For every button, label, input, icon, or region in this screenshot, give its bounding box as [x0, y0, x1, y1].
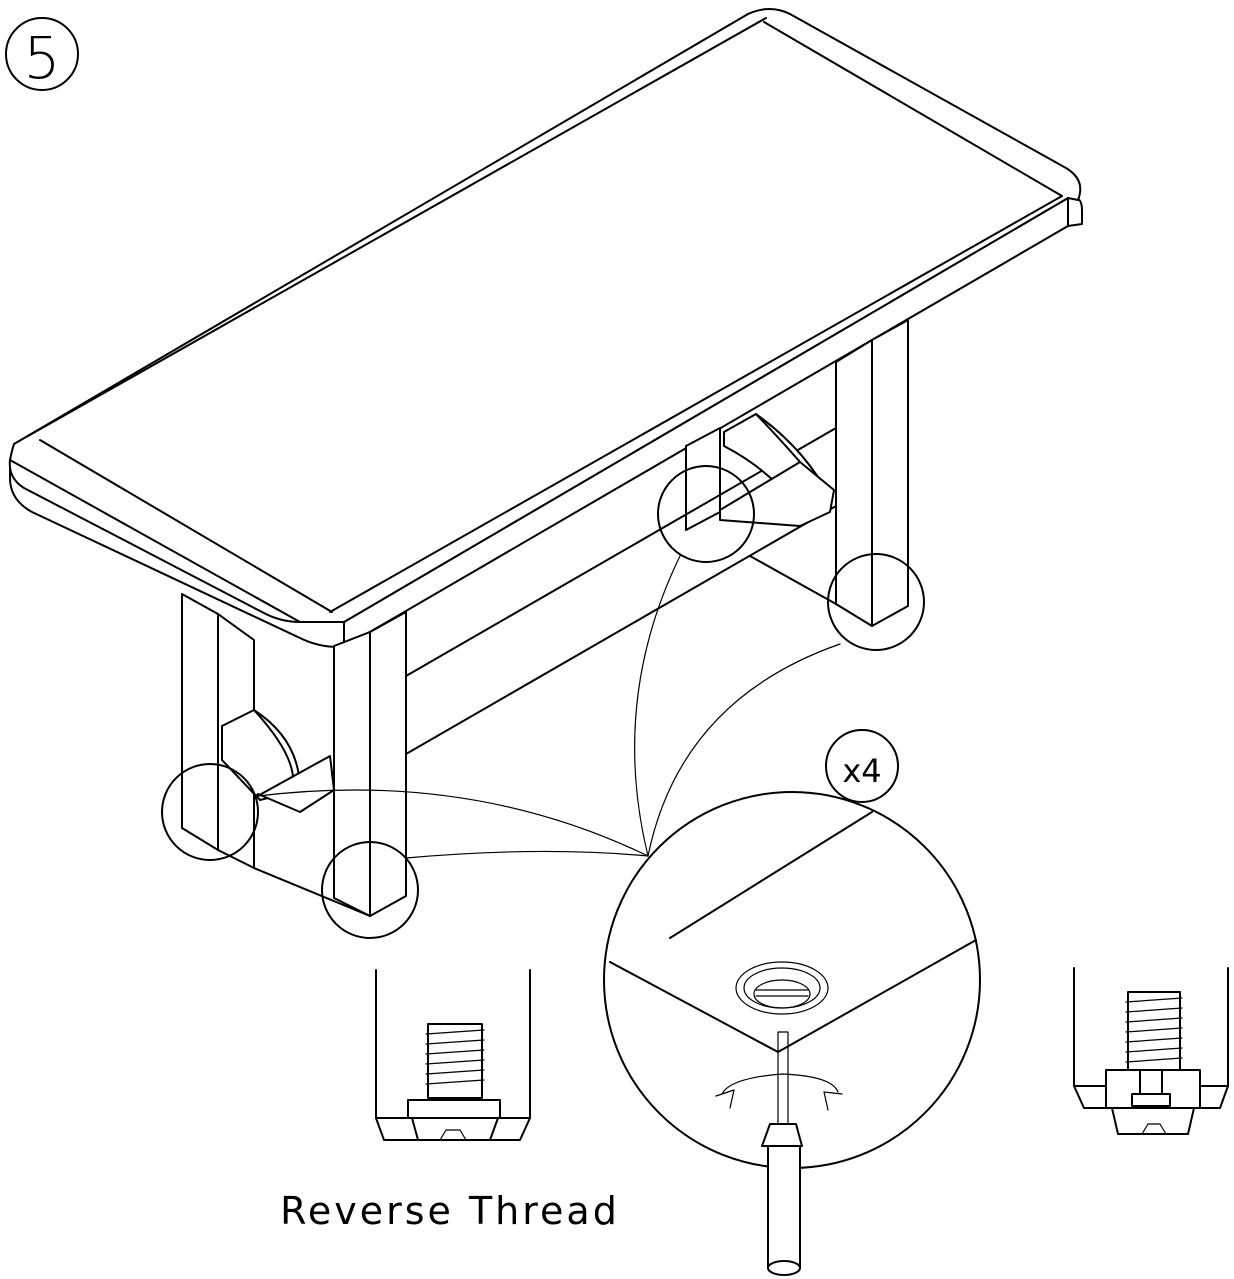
quantity-label: x4 — [842, 752, 881, 790]
step-number: 5 — [24, 24, 61, 92]
tabletop — [8, 8, 1083, 649]
leveler-detail-left: Reverse Thread — [280, 969, 620, 1233]
screwdriver-icon — [761, 1031, 803, 1276]
leveler-detail-right — [1073, 967, 1229, 1135]
callout-circle-front-right — [321, 841, 419, 939]
foot-callouts — [161, 465, 925, 939]
table-legs — [181, 319, 909, 917]
callout-circle-back-right — [827, 553, 925, 651]
callout-circle-front-left — [161, 763, 259, 861]
quantity-badge: x4 — [825, 729, 899, 803]
step-badge: 5 — [5, 17, 79, 92]
reverse-thread-caption: Reverse Thread — [280, 1189, 620, 1233]
rotate-arrows-icon — [715, 1073, 843, 1111]
stretcher — [221, 413, 837, 917]
callout-circle-back-left — [657, 465, 755, 563]
detail-circle — [603, 791, 981, 1169]
